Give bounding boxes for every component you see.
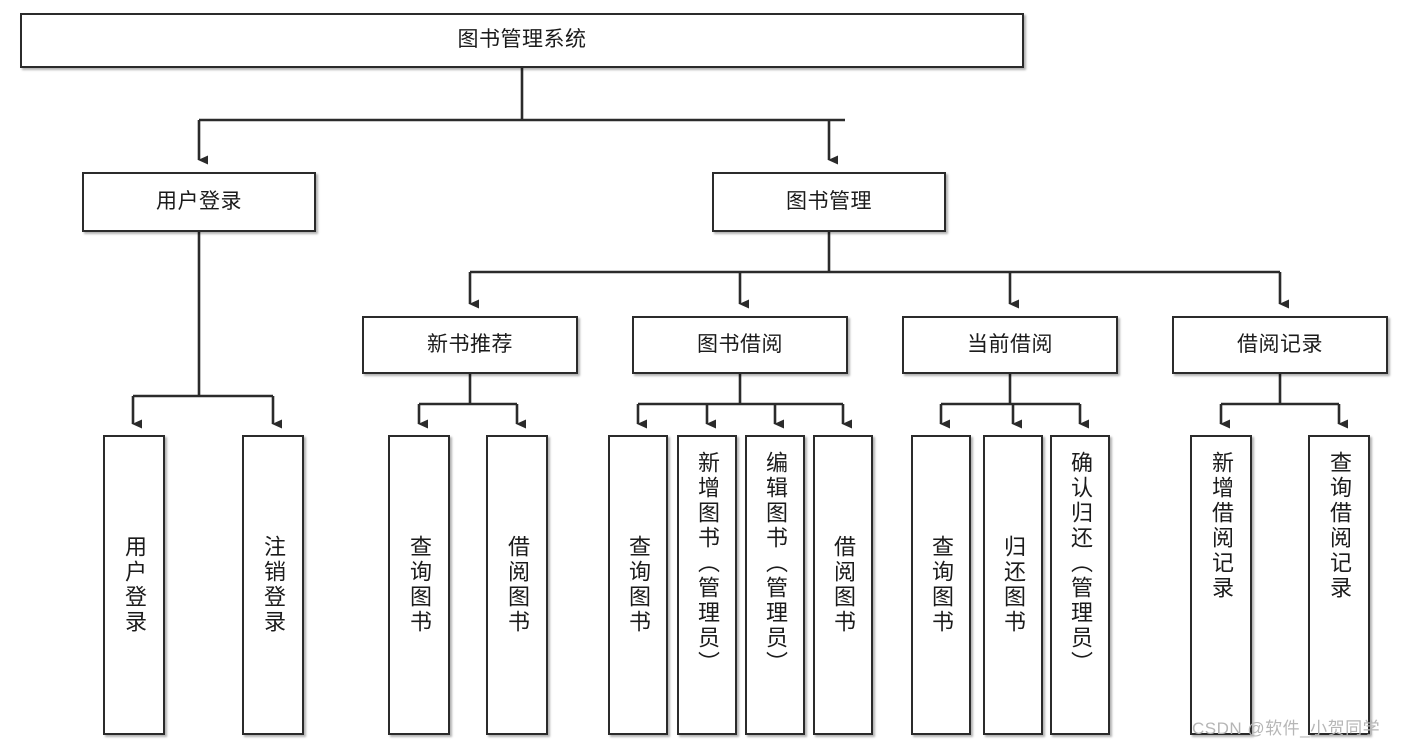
node-leaf-edit-book-label: 编辑图书（管理员）: [763, 451, 788, 676]
node-user-login[interactable]: 用户登录: [82, 172, 316, 232]
node-leaf-add-record-label: 新增借阅记录: [1209, 451, 1234, 601]
node-leaf-query-book-3-label: 查询图书: [929, 535, 954, 635]
node-leaf-query-book-2[interactable]: 查询图书: [608, 435, 668, 735]
node-leaf-return-book-label: 归还图书: [1001, 535, 1026, 635]
node-borrow-record-label: 借阅记录: [1237, 332, 1323, 356]
node-book-borrow-label: 图书借阅: [697, 332, 783, 356]
node-book-borrow[interactable]: 图书借阅: [632, 316, 848, 374]
node-leaf-borrow-book-2[interactable]: 借阅图书: [813, 435, 873, 735]
node-leaf-logout[interactable]: 注销登录: [242, 435, 304, 735]
node-new-book-rec[interactable]: 新书推荐: [362, 316, 578, 374]
node-leaf-confirm-return-label: 确认归还（管理员）: [1068, 451, 1093, 676]
node-leaf-add-record[interactable]: 新增借阅记录: [1190, 435, 1252, 735]
node-leaf-query-book-3[interactable]: 查询图书: [911, 435, 971, 735]
node-current-borrow[interactable]: 当前借阅: [902, 316, 1118, 374]
node-new-book-rec-label: 新书推荐: [427, 332, 513, 356]
node-leaf-add-book[interactable]: 新增图书（管理员）: [677, 435, 737, 735]
node-leaf-query-book-1-label: 查询图书: [407, 535, 432, 635]
csdn-watermark: CSDN @软件_小贺同学: [1192, 719, 1381, 738]
node-book-manage[interactable]: 图书管理: [712, 172, 946, 232]
node-leaf-borrow-book-2-label: 借阅图书: [831, 535, 856, 635]
node-book-manage-label: 图书管理: [786, 189, 872, 213]
node-leaf-logout-label: 注销登录: [261, 535, 286, 635]
node-leaf-query-book-1[interactable]: 查询图书: [388, 435, 450, 735]
node-borrow-record[interactable]: 借阅记录: [1172, 316, 1388, 374]
node-leaf-confirm-return[interactable]: 确认归还（管理员）: [1050, 435, 1110, 735]
node-root-label: 图书管理系统: [457, 28, 587, 52]
node-leaf-query-book-2-label: 查询图书: [626, 535, 651, 635]
node-leaf-add-book-label: 新增图书（管理员）: [695, 451, 720, 676]
node-leaf-borrow-book-1[interactable]: 借阅图书: [486, 435, 548, 735]
node-root[interactable]: 图书管理系统: [20, 13, 1024, 68]
node-leaf-edit-book[interactable]: 编辑图书（管理员）: [745, 435, 805, 735]
node-leaf-query-record[interactable]: 查询借阅记录: [1308, 435, 1370, 735]
node-leaf-borrow-book-1-label: 借阅图书: [505, 535, 530, 635]
node-current-borrow-label: 当前借阅: [967, 332, 1053, 356]
node-leaf-user-login[interactable]: 用户登录: [103, 435, 165, 735]
node-leaf-user-login-label: 用户登录: [122, 535, 147, 635]
node-user-login-label: 用户登录: [156, 189, 242, 213]
node-leaf-query-record-label: 查询借阅记录: [1327, 451, 1352, 601]
node-leaf-return-book[interactable]: 归还图书: [983, 435, 1043, 735]
